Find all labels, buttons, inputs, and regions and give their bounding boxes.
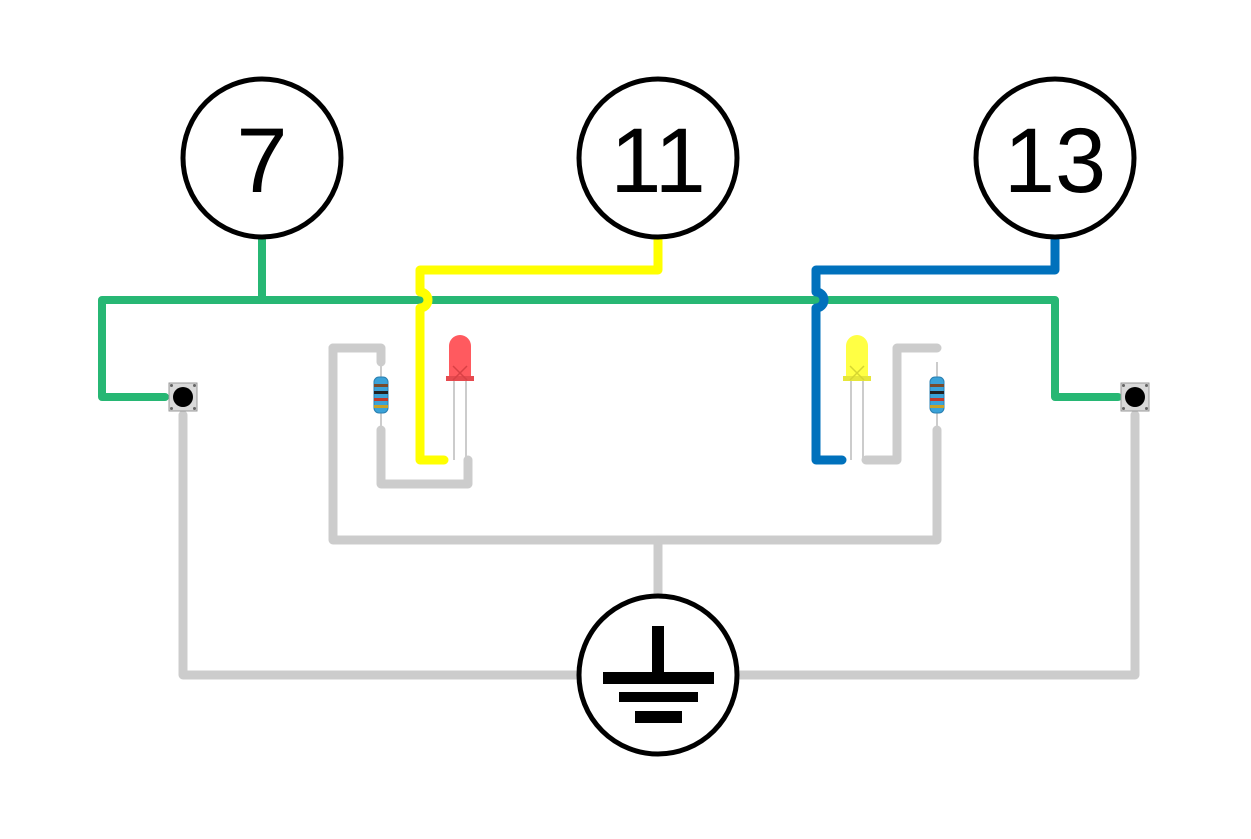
pin7-left-branch <box>98 296 266 401</box>
resistor-left <box>373 362 389 430</box>
led-yellow <box>843 335 871 460</box>
pin-node-11: 11 <box>576 76 740 240</box>
pin-node-13: 13 <box>973 76 1137 240</box>
pin7-wires <box>98 236 1122 401</box>
pin-label-7: 7 <box>236 110 287 212</box>
pin-label-13: 13 <box>1004 110 1106 212</box>
pin-node-7: 7 <box>180 76 344 240</box>
pin11-wire <box>415 235 663 465</box>
left-resistor-bottom-wire <box>376 425 473 489</box>
ground-wires <box>178 343 1140 680</box>
ground-icon <box>603 626 714 723</box>
ground-node <box>576 593 740 757</box>
pushbutton-right <box>1120 382 1150 412</box>
led-red <box>446 335 474 460</box>
pin7-right-branch <box>825 296 1122 401</box>
pin-label-11: 11 <box>610 110 706 212</box>
pushbutton-left <box>168 382 198 412</box>
ground-wire-right-button <box>733 410 1140 680</box>
right-resistor-top-wire <box>861 343 942 465</box>
left-resistor-top-wire <box>328 343 386 367</box>
resistor-right <box>929 362 945 430</box>
pin13-wire <box>811 235 1060 465</box>
ground-bus <box>328 343 942 545</box>
ground-wire-left-button <box>178 410 585 680</box>
